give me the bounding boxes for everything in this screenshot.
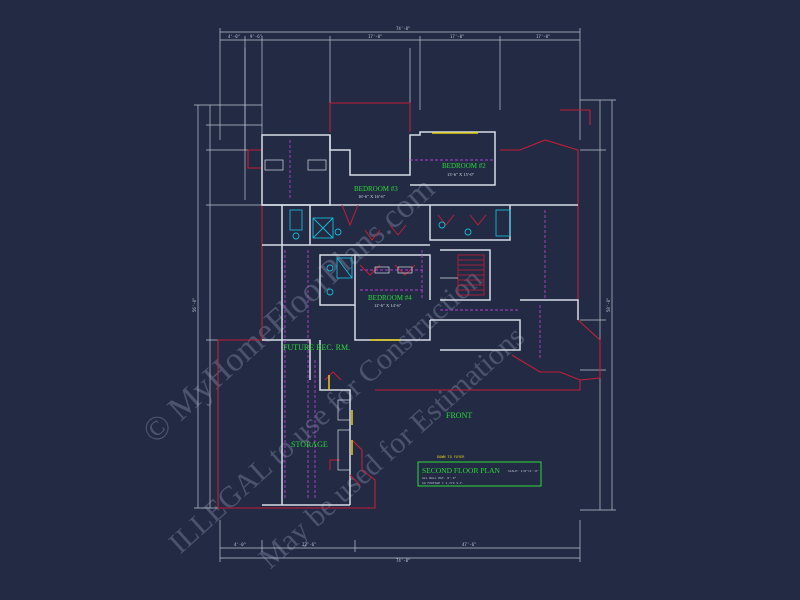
dim-right-overall: 58'-0" xyxy=(606,298,611,312)
dim-bottom-seg-2: 22'-6" xyxy=(302,542,316,547)
room-labels: BEDROOM #2 13'-6" X 15'-0" BEDROOM #3 16… xyxy=(283,162,486,449)
accent-marks xyxy=(328,132,478,455)
watermark-copyright: © MyHomeFloorPlans.com xyxy=(136,170,442,451)
dim-left-overall: 56'-0" xyxy=(192,298,197,312)
dim-bottom-overall: 74'-0" xyxy=(396,558,410,563)
title-block-note-2: SQ FOOTAGE = 1,774 S.F. xyxy=(422,481,464,485)
room-name-future-rec: FUTURE REC. RM. xyxy=(283,343,350,352)
title-block-scale: SCALE: 1/8"=1'-0" xyxy=(508,469,539,473)
dim-top-seg-2: 9'-6" xyxy=(250,34,262,39)
room-name-bedroom-3: BEDROOM #3 xyxy=(354,185,398,193)
room-name-bedroom-4: BEDROOM #4 xyxy=(368,294,412,302)
plumbing-fixtures xyxy=(289,209,511,296)
room-size-bedroom-4: 12'-6" X 14'-6" xyxy=(374,303,401,308)
title-block: SECOND FLOOR PLAN SCALE: 1/8"=1'-0" ALL … xyxy=(417,461,542,487)
dim-bottom-seg-1: 4'-0" xyxy=(234,542,246,547)
hidden-lines xyxy=(284,140,546,500)
dimension-labels: 74'-0" 4'-0" 9'-6" 17'-0" 17'-0" 17'-0" … xyxy=(192,26,611,563)
dim-top-seg-3: 17'-0" xyxy=(368,34,382,39)
room-name-storage: STORAGE xyxy=(291,440,328,449)
closet-shelves xyxy=(264,159,413,471)
walls xyxy=(261,131,579,506)
title-block-title: SECOND FLOOR PLAN xyxy=(422,466,501,475)
title-block-frame xyxy=(417,461,542,487)
dim-top-seg-4: 17'-0" xyxy=(450,34,464,39)
dim-bottom-seg-3: 47'-6" xyxy=(462,542,476,547)
dimension-lines xyxy=(194,28,616,562)
room-size-bedroom-2: 13'-6" X 15'-0" xyxy=(447,172,474,177)
room-size-bedroom-3: 16'-6" X 16'-6" xyxy=(358,194,385,199)
staircase xyxy=(440,254,485,296)
title-block-note-1: ALL WALL HGT. 8'-0" xyxy=(422,476,457,480)
stair-note: DOWN TO FOYER xyxy=(437,455,465,459)
label-front: FRONT xyxy=(446,411,472,420)
room-name-bedroom-2: BEDROOM #2 xyxy=(442,162,486,170)
exterior-outline xyxy=(217,102,601,509)
dim-top-seg-1: 4'-0" xyxy=(228,34,240,39)
dim-top-seg-5: 17'-0" xyxy=(536,34,550,39)
dim-top-overall: 74'-0" xyxy=(396,26,410,31)
